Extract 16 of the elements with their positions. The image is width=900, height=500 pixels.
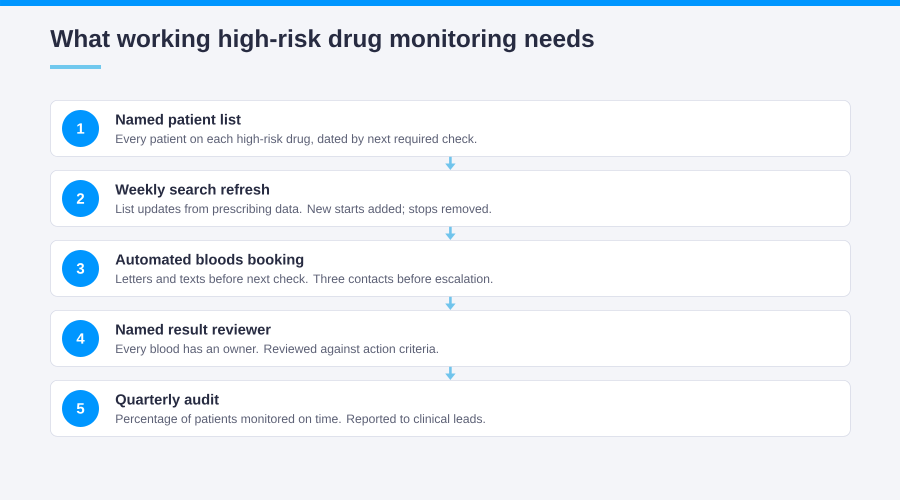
step-card — [50, 310, 851, 367]
step-card — [50, 380, 851, 437]
title: What working high-risk drug monitoring needs — [50, 29, 594, 52]
step-title: Named patient list — [116, 114, 241, 128]
step-title: Weekly search refresh — [115, 184, 270, 198]
step-title: Quarterly audit — [116, 394, 219, 408]
step-title: Automated bloods booking — [116, 254, 304, 268]
step-card — [50, 170, 851, 227]
step-card — [50, 240, 851, 297]
step-title: Named result reviewer — [116, 324, 271, 335]
step-description: List updates from prescribing data. New starts added; stops removed. — [116, 204, 491, 216]
step-description: Every blood has an owner. Reviewed against action criteria. — [116, 344, 438, 356]
step-description: Percentage of patients monitored on time. Reported to clinical leads. — [116, 414, 485, 426]
step-description: Letters and texts before next check. Three contacts before escalation. — [116, 274, 492, 284]
step-card — [50, 100, 851, 157]
step-description: Every patient on each high-risk drug, dated by next required check. — [116, 134, 476, 146]
